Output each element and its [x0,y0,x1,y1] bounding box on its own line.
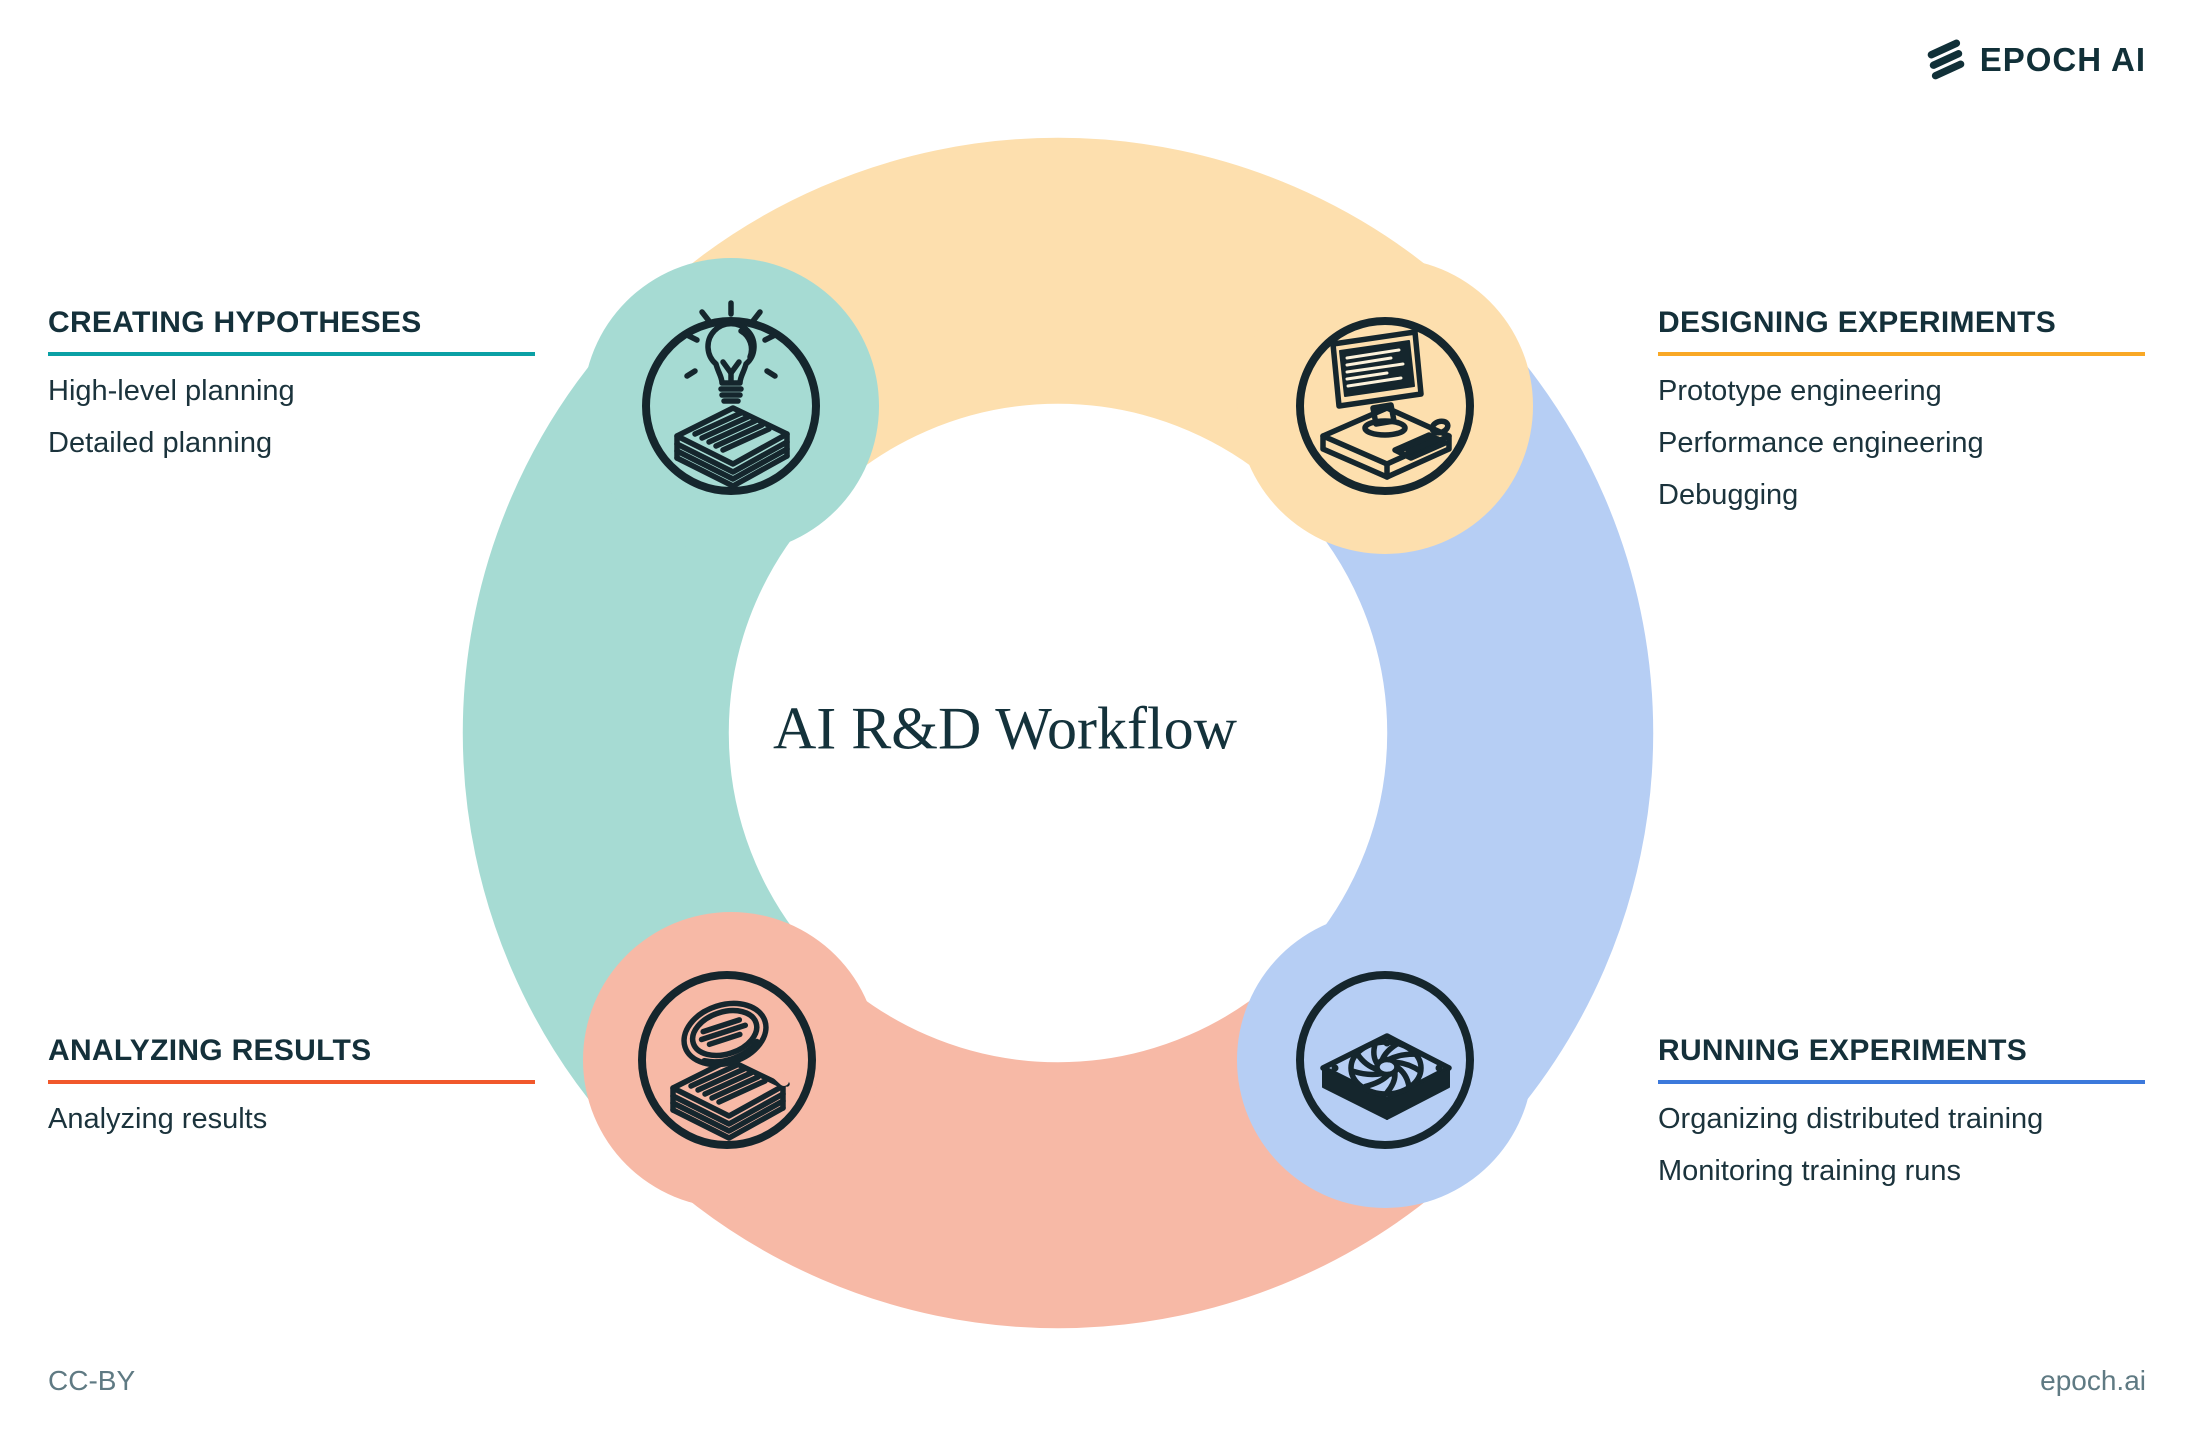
section-item: Monitoring training runs [1658,1155,1962,1187]
diagram-center-title: AI R&D Workflow [772,695,1238,762]
section-underline [48,352,535,356]
section-title: ANALYZING RESULTS [48,1034,372,1067]
section-items: High-level planning Detailed planning [48,365,535,469]
website-note: epoch.ai [2040,1365,2146,1396]
epoch-logo-text: EPOCH AI [1979,41,2146,78]
magnifier-papers-icon [638,971,816,1149]
section-item: Detailed planning [48,427,273,459]
section-item: Prototype engineering [1658,375,1942,407]
section-running-experiments: RUNNING EXPERIMENTS Organizing distribut… [1658,1034,2145,1197]
license-note: CC-BY [48,1365,136,1396]
section-analyzing-results: ANALYZING RESULTS Analyzing results [48,1034,535,1145]
section-designing-experiments: DESIGNING EXPERIMENTS Prototype engineer… [1658,306,2145,521]
lightbulb-papers-icon [642,300,820,495]
section-item: Analyzing results [48,1103,268,1135]
section-item: High-level planning [48,375,295,407]
section-item: Performance engineering [1658,427,1984,459]
section-underline [1658,352,2145,356]
section-underline [48,1080,535,1084]
epoch-logo-icon [1927,39,1965,80]
section-creating-hypotheses: CREATING HYPOTHESES High-level planning … [48,306,535,469]
gpu-fan-icon [1296,971,1474,1149]
section-items: Prototype engineering Performance engine… [1658,365,2145,521]
section-title: CREATING HYPOTHESES [48,306,422,339]
section-items: Analyzing results [48,1093,535,1145]
section-title: DESIGNING EXPERIMENTS [1658,306,2057,339]
epoch-ai-logo: EPOCH AI [1926,38,2146,82]
section-underline [1658,1080,2145,1084]
section-items: Organizing distributed training Monitori… [1658,1093,2145,1197]
code-workstation-icon [1296,317,1474,495]
section-item: Debugging [1658,479,1799,511]
section-title: RUNNING EXPERIMENTS [1658,1034,2028,1067]
section-item: Organizing distributed training [1658,1103,2044,1135]
